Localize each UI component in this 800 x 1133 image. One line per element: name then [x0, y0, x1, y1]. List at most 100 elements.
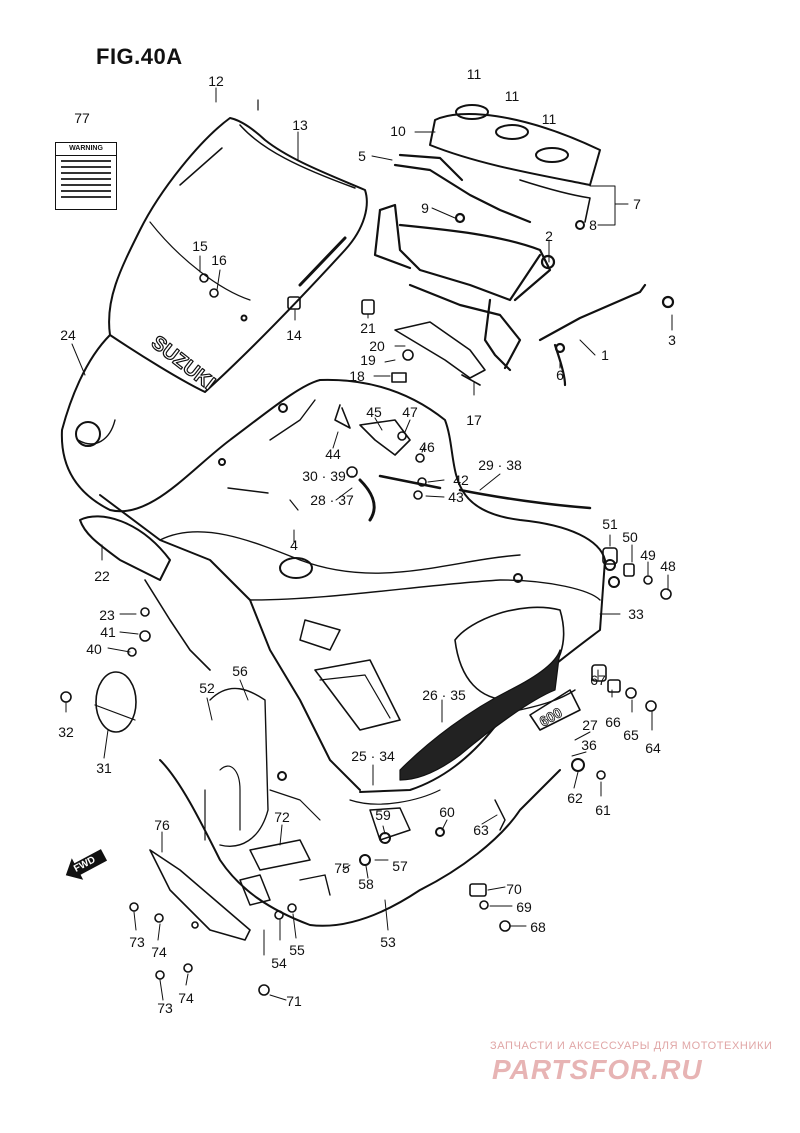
callout-number: 5 [358, 148, 366, 164]
warning-label-part: WARNING [55, 142, 117, 210]
callout-number: 57 [392, 858, 408, 874]
callout-number: 63 [473, 822, 489, 838]
callout-number: 77 [74, 110, 90, 126]
callout-number: 69 [516, 899, 532, 915]
warning-label-line [61, 190, 111, 192]
callout-number: 33 [628, 606, 644, 622]
warning-label-header: WARNING [56, 143, 116, 156]
windshield-brand-text: SUZUKI [147, 332, 219, 395]
callout-number: 12 [208, 73, 224, 89]
warning-label-line [61, 172, 111, 174]
callout-number: 60 [439, 804, 455, 820]
callout-number: 53 [380, 934, 396, 950]
callout-number: 51 [602, 516, 618, 532]
callout-number: 30 · 39 [302, 468, 346, 484]
warning-label-line [61, 184, 111, 186]
callout-number: 45 [366, 404, 382, 420]
callout-number: 10 [390, 123, 406, 139]
side-parts [60, 547, 672, 996]
callout-number: 26 · 35 [422, 687, 466, 703]
callout-number: 11 [466, 66, 482, 82]
callout-number: 43 [448, 489, 464, 505]
callout-number: 14 [286, 327, 302, 343]
callout-number: 58 [358, 876, 374, 892]
leader-lines [65, 87, 673, 1001]
callout-number: 72 [274, 809, 290, 825]
callout-number: 41 [100, 624, 116, 640]
callout-number: 73 [129, 934, 145, 950]
callout-number: 67 [590, 672, 606, 688]
callout-number: 25 · 34 [351, 748, 395, 764]
windshield: SUZUKI [108, 99, 368, 395]
callout-number: 11 [541, 111, 557, 127]
callout-number: 24 [60, 327, 76, 343]
callout-number: 54 [271, 955, 287, 971]
callout-number: 74 [151, 944, 167, 960]
callout-number: 9 [421, 200, 429, 216]
callout-number: 32 [58, 724, 74, 740]
warning-label-line [61, 166, 111, 168]
callout-number: 71 [286, 993, 302, 1009]
watermark-brand: PARTSFOR.RU [492, 1054, 703, 1085]
callout-number: 18 [349, 368, 365, 384]
callout-number: 23 [99, 607, 115, 623]
callout-number: 68 [530, 919, 546, 935]
warning-label-line [61, 196, 111, 198]
callout-number: 40 [86, 641, 102, 657]
callout-number: 15 [192, 238, 208, 254]
callout-number: 65 [623, 727, 639, 743]
callout-number: 47 [402, 404, 418, 420]
callout-number: 11 [504, 88, 520, 104]
warning-label-line [61, 160, 111, 162]
callout-number: 3 [668, 332, 676, 348]
callout-number: 75 [334, 860, 350, 876]
callout-number: 27 [582, 717, 598, 733]
upper-fairing [60, 334, 620, 793]
forward-arrow-icon: FWD [59, 843, 112, 888]
callout-number: 73 [157, 1000, 173, 1016]
callout-number: 17 [466, 412, 482, 428]
callout-number: 2 [545, 228, 553, 244]
callout-number: 62 [567, 790, 583, 806]
callout-number: 1 [601, 347, 609, 363]
callout-number: 61 [595, 802, 611, 818]
side-decal: 600 [399, 649, 581, 781]
callout-number: 48 [660, 558, 676, 574]
callout-number: 42 [453, 472, 469, 488]
callout-number: 29 · 38 [478, 457, 522, 473]
callout-number: 55 [289, 942, 305, 958]
callout-number: 52 [199, 680, 215, 696]
callout-number: 46 [419, 439, 435, 455]
callout-number: 56 [232, 663, 248, 679]
callout-number: 6 [556, 367, 564, 383]
callout-number: 31 [96, 760, 112, 776]
callout-number: 74 [178, 990, 194, 1006]
callout-number: 70 [506, 881, 522, 897]
callout-number: 4 [290, 537, 298, 553]
callout-number: 66 [605, 714, 621, 730]
callout-number: 64 [645, 740, 661, 756]
fairing-brace [373, 153, 675, 387]
watermark-subtitle: ЗАПЧАСТИ И АКСЕССУАРЫ ДЛЯ МОТОТЕХНИКИ [490, 1040, 773, 1052]
callout-number: 21 [360, 320, 376, 336]
callout-number: 7 [633, 196, 641, 212]
callout-number: 44 [325, 446, 341, 462]
callout-number: 76 [154, 817, 170, 833]
warning-label-line [61, 178, 111, 180]
mount-brackets [199, 273, 592, 522]
figure-title: FIG.40A [96, 44, 183, 69]
callout-number: 16 [211, 252, 227, 268]
callout-number: 13 [292, 117, 308, 133]
callout-number: 49 [640, 547, 656, 563]
callout-number: 8 [589, 217, 597, 233]
callout-number: 59 [375, 807, 391, 823]
callout-number: 36 [581, 737, 597, 753]
callout-number: 19 [360, 352, 376, 368]
callout-number: 50 [622, 529, 638, 545]
callout-number: 20 [369, 338, 385, 354]
callout-number: 22 [94, 568, 110, 584]
callout-number: 28 · 37 [310, 492, 354, 508]
meter-assembly [429, 104, 601, 230]
